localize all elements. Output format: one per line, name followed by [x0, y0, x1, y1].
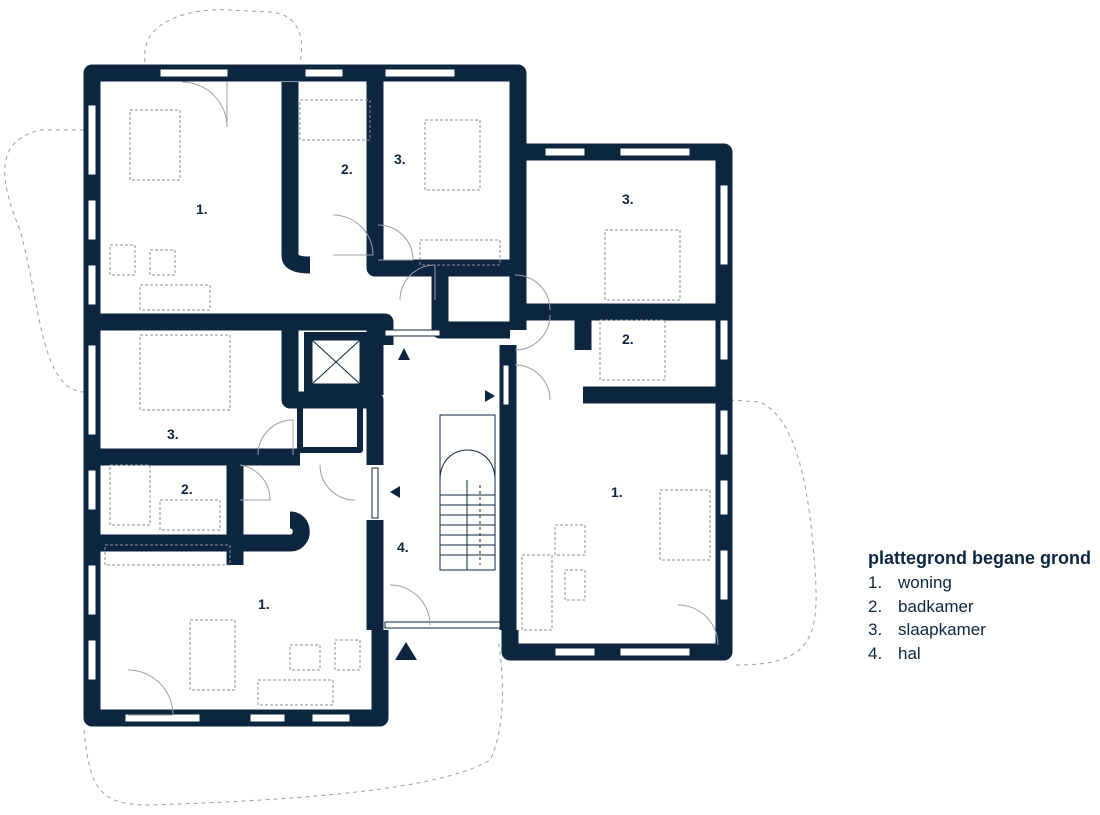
windows: [87, 68, 729, 723]
room-label: 2.: [341, 161, 353, 177]
legend-item: 2.badkamer: [868, 596, 974, 616]
room-label: 2.: [181, 481, 193, 497]
legend: plattegrond begane grond 1.woning 2.badk…: [868, 548, 1091, 665]
main-entrance-arrow: [395, 642, 417, 660]
room-label: 1.: [611, 484, 623, 500]
room-label: 3.: [394, 151, 406, 167]
room-label: 1.: [258, 596, 270, 612]
room-label: 1.: [196, 201, 208, 217]
staircase: [439, 414, 496, 571]
entrance-arrows: [390, 348, 495, 660]
legend-item: 3.slaapkamer: [868, 620, 986, 639]
legend-title: plattegrond begane grond: [868, 548, 1091, 568]
room-label: 3.: [622, 191, 634, 207]
room-label: 3.: [167, 426, 179, 442]
elevator: [304, 332, 368, 392]
furniture: [104, 99, 711, 706]
doors: [127, 81, 719, 716]
room-label: 4.: [397, 539, 409, 555]
legend-item: 4.hal: [868, 643, 921, 663]
room-label: 2.: [622, 331, 634, 347]
walls: [83, 64, 733, 727]
legend-item: 1.woning: [868, 573, 952, 592]
garden-outlines: [4, 9, 817, 806]
